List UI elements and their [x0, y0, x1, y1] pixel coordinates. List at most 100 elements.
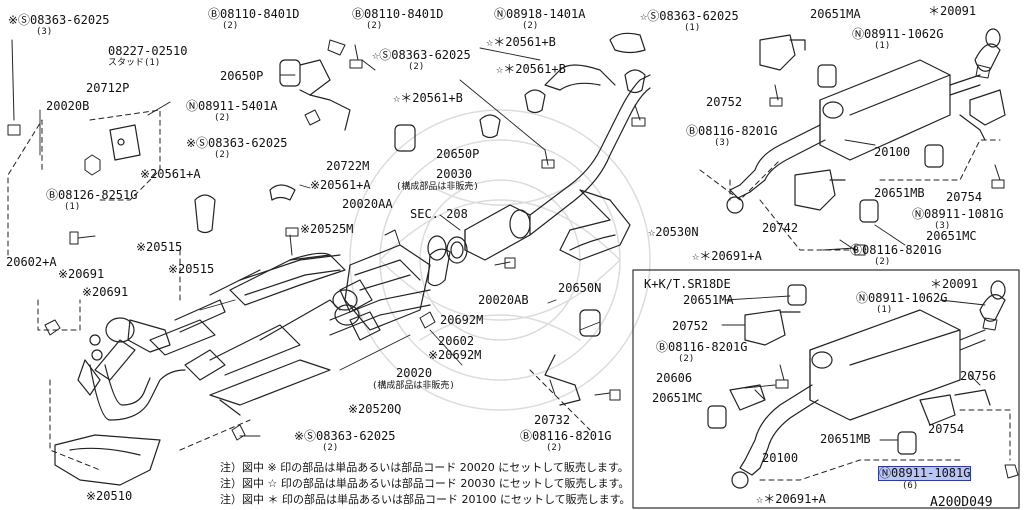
qty: (3)	[934, 221, 951, 231]
center-pipe-catalyst	[239, 64, 651, 341]
qty: (2)	[678, 354, 695, 364]
label-20651ma: 20651MA	[810, 7, 861, 21]
label-20691a-v: ☆＊20691+A	[756, 492, 826, 506]
main-muffler	[729, 28, 1006, 223]
qty: (1)	[874, 41, 891, 51]
label-20691-a: ※20691	[58, 267, 105, 281]
label-08363-62025-c: ☆Ⓢ08363-62025	[372, 48, 471, 62]
label-20100: 20100	[874, 145, 911, 159]
qty: (1)	[64, 202, 81, 212]
qty: (1)	[876, 305, 893, 315]
label-20515-a: ※20515	[136, 240, 183, 254]
label-08911-1062g-v: Ⓝ08911-1062G	[856, 291, 948, 305]
label-20561a-a: ※20561+A	[140, 167, 201, 181]
label-20722m: 20722M	[326, 159, 370, 173]
label-20091-v: ＊20091	[930, 277, 979, 291]
label-20020ab: 20020AB	[478, 293, 529, 307]
label-08227-02510: 08227-02510	[108, 44, 188, 58]
label-20602: 20602	[438, 334, 475, 348]
label-sec-208: SEC. 208	[410, 207, 468, 221]
label-20650p-b: 20650P	[436, 147, 480, 161]
label-08363-62025-a: ※Ⓢ08363-62025	[8, 13, 110, 27]
note-line-3: 注）図中 ＊ 印の部品は単品あるいは部品コード 20100 にセットして販売しま…	[220, 493, 631, 506]
label-20691-b: ※20691	[82, 285, 129, 299]
label-20651mb-v: 20651MB	[820, 432, 871, 446]
label-20650n: 20650N	[558, 281, 602, 295]
label-20561a-b: ※20561+A	[310, 178, 371, 192]
label-08363-62025-b: ☆Ⓢ08363-62025	[640, 9, 739, 23]
bolts-nuts	[7, 39, 1019, 479]
label-20651mc: 20651MC	[926, 229, 977, 243]
note-line-1: 注）図中 ※ 印の部品は単品あるいは部品コード 20020 にセットして販売しま…	[220, 461, 629, 474]
label-08110-8401d-a: Ⓑ08110-8401D	[208, 7, 300, 21]
label-20561b-c: ☆＊20561+B	[393, 91, 463, 105]
label-20756: 20756	[960, 369, 997, 383]
watermark-emblem	[349, 109, 651, 411]
label-20602a: 20602+A	[6, 255, 57, 269]
label-20752: 20752	[706, 95, 743, 109]
qty: (2)	[214, 150, 231, 160]
label-20752-v: 20752	[672, 319, 709, 333]
label-20732: 20732	[534, 413, 571, 427]
label-20651ma-v: 20651MA	[683, 293, 734, 307]
label-20510: ※20510	[86, 489, 133, 503]
qty: (2)	[408, 62, 425, 72]
note-not-sold: (構成部品は非販売)	[396, 182, 479, 192]
label-08116-8201g-v: Ⓑ08116-8201G	[656, 340, 748, 354]
label-08110-8401d-b: Ⓑ08110-8401D	[352, 7, 444, 21]
label-20100-v: 20100	[762, 451, 799, 465]
label-20530n: ☆20530N	[648, 225, 699, 239]
note-not-sold: (構成部品は非販売)	[372, 381, 455, 391]
leader-lines	[39, 47, 986, 441]
diagram-code: A200D049	[930, 495, 993, 510]
label-20650p-a: 20650P	[220, 69, 264, 83]
label-20020aa: 20020AA	[342, 197, 393, 211]
label-20651mb: 20651MB	[874, 186, 925, 200]
variant-title: K+K/T.SR18DE	[644, 277, 731, 291]
qty: (2)	[522, 21, 539, 31]
variant-box	[632, 269, 1020, 509]
label-stud: スタッド(1)	[108, 58, 161, 68]
note-line-2: 注）図中 ☆ 印の部品は単品あるいは部品コード 20030 にセットして販売しま…	[220, 477, 630, 490]
label-20525m: ※20525M	[300, 222, 354, 236]
label-08918-1401a: Ⓝ08918-1401A	[494, 7, 586, 21]
label-08363-62025-e: ※Ⓢ08363-62025	[294, 429, 396, 443]
heat-shield-center	[559, 189, 631, 261]
label-08116-8201g-a: Ⓑ08116-8201G	[686, 124, 778, 138]
qty: (1)	[684, 23, 701, 33]
qty: (3)	[714, 138, 731, 148]
qty: (6)	[902, 481, 919, 491]
label-08116-8201g-c: Ⓑ08116-8201G	[520, 429, 612, 443]
variant-muffler	[707, 280, 1006, 476]
label-20692m-b: ※20692M	[428, 348, 482, 362]
label-20742: 20742	[762, 221, 799, 235]
qty: (2)	[214, 113, 231, 123]
qty: (2)	[366, 21, 383, 31]
label-20692m-a: 20692M	[440, 313, 484, 327]
label-08116-8201g-b: Ⓑ08116-8201G	[850, 243, 942, 257]
label-20515-b: ※20515	[168, 262, 215, 276]
label-08126-8251g: Ⓑ08126-8251G	[46, 188, 138, 202]
label-08911-1062g: Ⓝ08911-1062G	[852, 27, 944, 41]
label-20561b-a: ☆＊20561+B	[486, 35, 556, 49]
gaskets	[89, 196, 749, 489]
label-08911-1081g-a: Ⓝ08911-1081G	[912, 207, 1004, 221]
qty: (2)	[222, 21, 239, 31]
label-20520q: ※20520Q	[348, 402, 402, 416]
label-08911-1081g-highlighted[interactable]: Ⓝ08911-1081G	[877, 466, 972, 481]
qty: (2)	[546, 443, 563, 453]
label-08363-62025-d: ※Ⓢ08363-62025	[186, 136, 288, 150]
label-20606: 20606	[656, 371, 693, 385]
label-20754: 20754	[946, 190, 983, 204]
label-20561b-b: ☆＊20561+B	[496, 62, 566, 76]
label-20020b: 20020B	[46, 99, 90, 113]
dashed-leaders	[7, 109, 1011, 481]
label-20030: 20030	[436, 167, 473, 181]
qty: (3)	[36, 27, 53, 37]
hangers-rubbers	[109, 32, 646, 406]
label-08911-5401a: Ⓝ08911-5401A	[186, 99, 278, 113]
label-20091: ＊20091	[928, 4, 977, 18]
label-20020: 20020	[396, 366, 433, 380]
qty: (2)	[322, 443, 339, 453]
